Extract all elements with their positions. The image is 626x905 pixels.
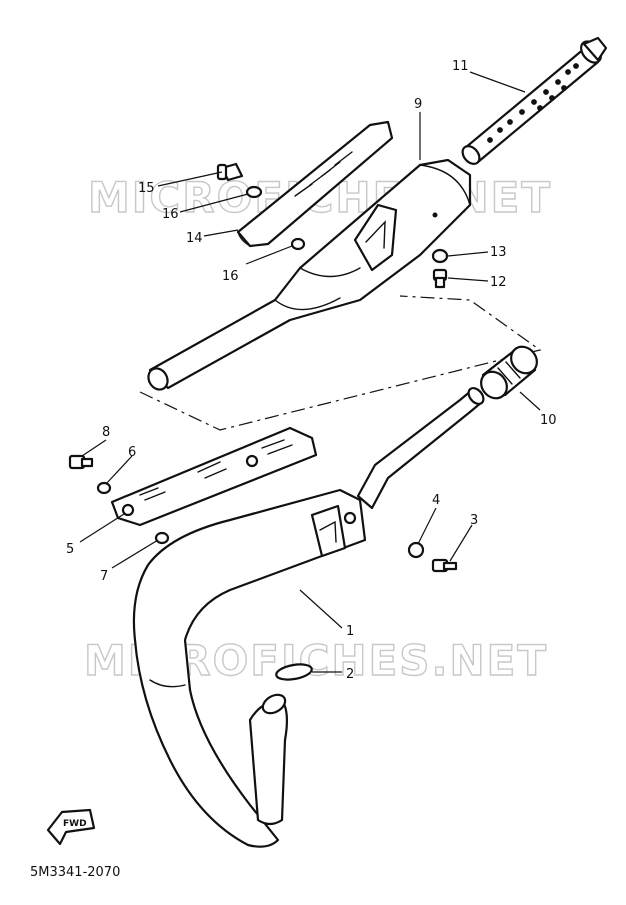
callout-3: 3	[470, 513, 478, 528]
callout-4: 4	[432, 493, 440, 508]
bolt-15	[216, 162, 244, 182]
joint-10	[480, 345, 538, 400]
washer-7	[154, 531, 170, 545]
callout-8: 8	[102, 425, 110, 440]
leader-lines	[79, 71, 541, 673]
exhaust-pipe	[132, 387, 485, 848]
callout-1: 1	[346, 624, 354, 639]
heat-protector	[236, 120, 394, 248]
bolt-8	[68, 454, 94, 470]
washer-16-upper	[245, 185, 263, 199]
bolt-12	[432, 268, 448, 289]
callout-6: 6	[128, 445, 136, 460]
gasket-2	[275, 663, 313, 681]
assembly-guide-line	[139, 295, 542, 431]
nut-4	[407, 541, 425, 559]
callout-13: 13	[490, 245, 507, 260]
callout-9: 9	[414, 97, 422, 112]
callout-16-lower: 16	[222, 269, 239, 284]
callout-14: 14	[186, 231, 203, 246]
callout-2: 2	[346, 667, 354, 682]
callout-7: 7	[100, 569, 108, 584]
callout-5: 5	[66, 542, 74, 557]
callout-15: 15	[138, 181, 155, 196]
forward-arrow-icon: FWD	[46, 808, 96, 846]
washer-6	[96, 481, 112, 495]
spark-arrestor-tube	[461, 36, 608, 165]
callout-16-upper: 16	[162, 207, 179, 222]
bolt-3	[431, 558, 458, 573]
callout-12: 12	[490, 275, 507, 290]
silencer-body	[147, 158, 472, 391]
part-code: 5M3341-2070	[30, 865, 120, 880]
fwd-label: FWD	[63, 819, 87, 829]
nut-13	[431, 248, 449, 264]
washer-16-lower	[290, 237, 306, 251]
callout-10: 10	[540, 413, 557, 428]
callout-11: 11	[452, 59, 469, 74]
